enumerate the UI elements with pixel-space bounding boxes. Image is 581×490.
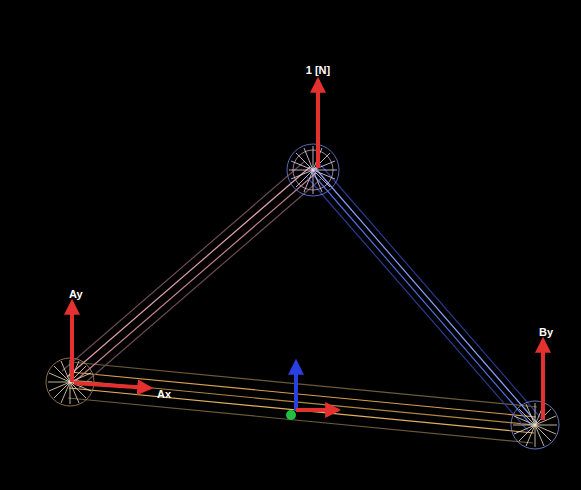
label-position: By [539,322,553,340]
joint-top [287,144,339,196]
left-member [62,161,321,389]
bottom-member [68,362,537,443]
right-member [307,163,541,432]
force-label: Ax [157,388,171,400]
force-label: Ay [69,288,83,300]
label-position: Ay [69,284,83,302]
label-position: 1 [N] [306,60,330,78]
label-position: Ax [157,384,171,402]
force-label: 1 [N] [306,64,330,76]
axis-gizmo [286,362,338,420]
joint-right [511,401,559,449]
force-arrows [72,80,543,420]
force-label: By [539,326,553,338]
